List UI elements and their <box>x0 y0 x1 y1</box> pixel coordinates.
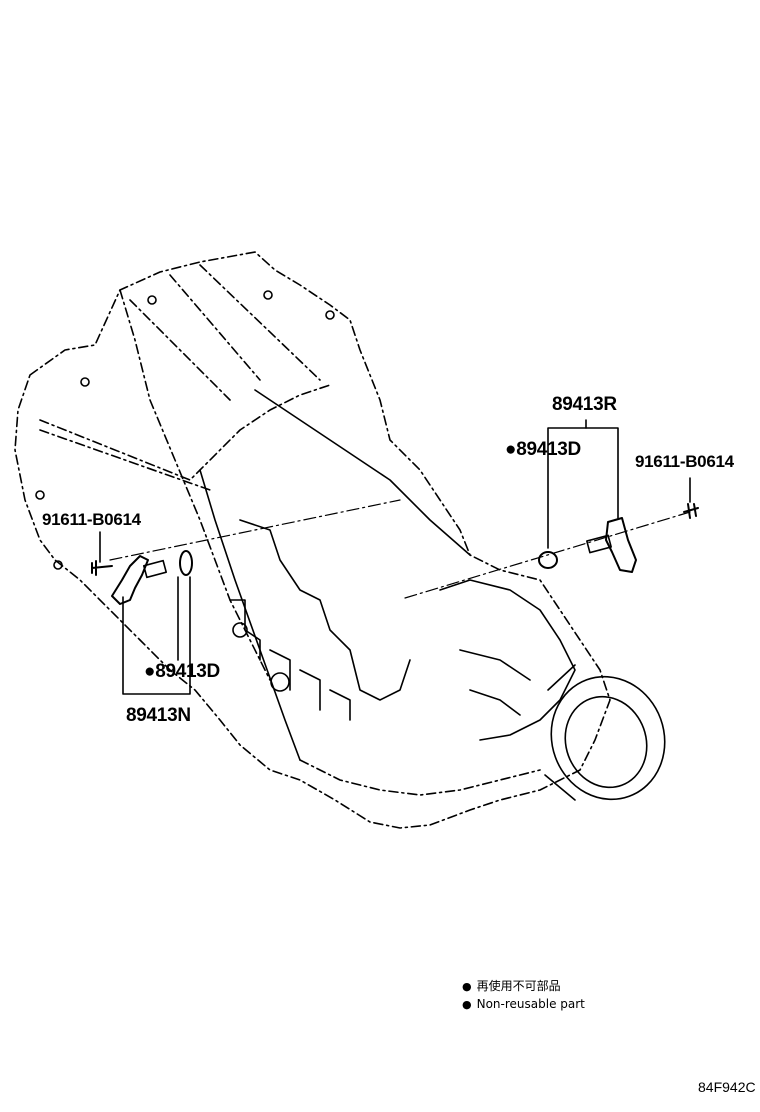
legend-bullet-icon: ● <box>462 998 472 1011</box>
case-lower <box>299 759 541 796</box>
internal-line-4 <box>199 264 321 381</box>
internal-line-3 <box>169 274 261 381</box>
right-sensor-axis <box>404 511 691 599</box>
bolt-hole <box>35 490 45 500</box>
right-o-ring <box>538 551 558 569</box>
valve-body-detail-2 <box>229 599 351 721</box>
case-ridge <box>254 389 471 556</box>
valve-body-detail <box>239 519 411 701</box>
case-side <box>199 469 301 761</box>
part-label-89413D-left: ●89413D <box>144 662 220 681</box>
left-speed-sensor <box>111 555 149 605</box>
bolt-hole <box>263 290 273 300</box>
left-leader-89413N <box>122 576 191 695</box>
part-label-91611-right: 91611-B0614 <box>635 452 734 471</box>
left-bolt <box>91 560 113 576</box>
left-o-ring <box>179 550 193 576</box>
non-reusable-marker: ● <box>144 661 156 682</box>
left-sensor-body <box>142 559 168 579</box>
output-flange-inner <box>564 695 648 789</box>
bolt-hole <box>80 377 90 387</box>
part-number: 89413D <box>516 439 581 460</box>
shaft-axis-line <box>109 499 401 561</box>
valve-boss <box>270 672 290 692</box>
legend-en-text: Non-reusable part <box>476 997 585 1011</box>
part-label-89413N: 89413N <box>126 705 191 726</box>
part-label-89413D-right: ●89413D <box>505 440 581 459</box>
non-reusable-marker: ● <box>505 439 517 460</box>
output-flange-outer <box>550 675 666 801</box>
internal-line-2 <box>129 299 231 401</box>
bell-housing-rim <box>39 384 331 481</box>
bolt-hole <box>147 295 157 305</box>
tail-housing <box>439 579 576 741</box>
output-flange-side <box>544 664 576 801</box>
right-sensor-body <box>586 534 612 554</box>
legend-bullet-icon: ● <box>462 980 472 993</box>
bolt-hole <box>53 560 63 570</box>
bolt-hole <box>325 310 335 320</box>
part-label-89413R: 89413R <box>552 394 617 415</box>
valve-boss-2 <box>232 622 248 638</box>
tail-housing-detail <box>459 649 531 716</box>
right-leader-89413R <box>547 427 619 549</box>
legend-en: ● Non-reusable part <box>462 998 585 1010</box>
internal-line-1 <box>39 429 211 491</box>
legend-jp: ● 再使用不可部品 <box>462 980 561 992</box>
transmission-housing-outline <box>14 251 611 829</box>
diagram-code: 84F942C <box>698 1079 756 1095</box>
part-label-91611-left: 91611-B0614 <box>42 510 141 529</box>
legend-jp-text: 再使用不可部品 <box>476 979 561 993</box>
right-speed-sensor <box>605 517 637 573</box>
part-number: 89413D <box>155 661 220 682</box>
right-bolt <box>683 503 699 519</box>
